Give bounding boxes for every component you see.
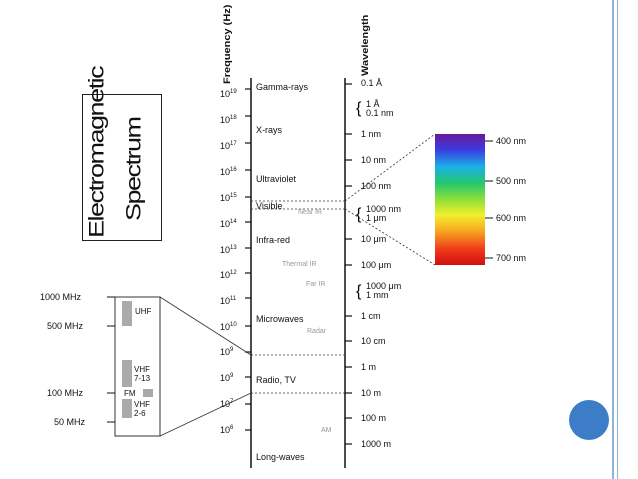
freq-label-1e6: 106 bbox=[220, 425, 234, 435]
wl-10-m: 10 m bbox=[361, 388, 382, 398]
freq-label-1e15: 1015 bbox=[220, 193, 237, 203]
svg-text:{: { bbox=[356, 206, 362, 223]
decorative-circle bbox=[569, 400, 609, 440]
wl-10-cm: 10 cm bbox=[361, 336, 386, 346]
freq-label-1e9-b: 109 bbox=[220, 373, 234, 383]
wl-1-um: 1 μm bbox=[366, 213, 387, 223]
radio-band-2-6: 2-6 bbox=[134, 409, 146, 418]
band-radio-tv: Radio, TV bbox=[256, 375, 296, 385]
wl-1-m: 1 m bbox=[361, 362, 377, 372]
wl-10-nm: 10 nm bbox=[361, 155, 387, 165]
svg-text:{: { bbox=[356, 100, 362, 117]
wl-1-nm: 1 nm bbox=[361, 129, 382, 139]
wl-100-m: 100 m bbox=[361, 413, 387, 423]
freq-label-1e11: 1011 bbox=[220, 296, 237, 306]
radio-scale-500mhz: 500 MHz bbox=[47, 321, 84, 331]
wl-1000-nm: 1000 nm bbox=[366, 204, 402, 214]
subband-am: AM bbox=[321, 427, 332, 434]
wl-100-nm: 100 nm bbox=[361, 181, 392, 191]
freq-label-1e17: 1017 bbox=[220, 141, 237, 151]
band-long-waves: Long-waves bbox=[256, 452, 305, 462]
freq-label-1e12: 1012 bbox=[220, 270, 237, 280]
radio-band-vhf-high: VHF bbox=[134, 365, 150, 374]
radio-band-7-13: 7-13 bbox=[134, 374, 151, 383]
freq-label-1e10: 1010 bbox=[220, 322, 237, 332]
slide-border-line-thin bbox=[617, 0, 618, 479]
slide-border-line bbox=[612, 0, 614, 479]
vis-600-nm: 600 nm bbox=[496, 213, 527, 223]
subband-radar: Radar bbox=[307, 328, 327, 335]
band-x-rays: X-rays bbox=[256, 125, 283, 135]
svg-text:{: { bbox=[356, 283, 362, 300]
subband-thermal-ir: Thermal IR bbox=[282, 261, 317, 268]
vis-700-nm: 700 nm bbox=[496, 253, 527, 263]
band-infra-red: Infra-red bbox=[256, 235, 291, 245]
subband-far-ir: Far IR bbox=[306, 281, 326, 288]
wl-0-1-angstrom: 0.1 Å bbox=[361, 78, 383, 88]
freq-label-1e18: 1018 bbox=[220, 115, 237, 125]
wl-1-angstrom: 1 Å bbox=[366, 99, 380, 109]
band-microwaves: Microwaves bbox=[256, 314, 304, 324]
wl-0-1-nm: 0.1 nm bbox=[366, 108, 394, 118]
freq-label-1e14: 1014 bbox=[220, 219, 237, 229]
band-visible: Visible bbox=[256, 201, 283, 211]
vis-400-nm: 400 nm bbox=[496, 136, 527, 146]
vis-500-nm: 500 nm bbox=[496, 176, 527, 186]
radio-band-uhf: UHF bbox=[135, 307, 152, 316]
freq-label-1e16: 1016 bbox=[220, 167, 237, 177]
radio-scale-100mhz: 100 MHz bbox=[47, 388, 84, 398]
radio-scale-50mhz: 50 MHz bbox=[54, 417, 86, 427]
wl-100-um: 100 μm bbox=[361, 260, 392, 270]
title-box: Electromagnetic Spectrum bbox=[82, 67, 162, 241]
freq-label-1e13: 1013 bbox=[220, 245, 237, 255]
wl-1-cm: 1 cm bbox=[361, 311, 381, 321]
wl-10-um: 10 μm bbox=[361, 234, 387, 244]
radio-band-vhf-low: VHF bbox=[134, 400, 150, 409]
freq-label-1e7: 107 bbox=[220, 399, 234, 409]
radio-band-fm: FM bbox=[124, 389, 136, 398]
wl-1000-m: 1000 m bbox=[361, 439, 392, 449]
freq-label-1e9-a: 109 bbox=[220, 347, 234, 357]
freq-label-1e19: 1019 bbox=[220, 89, 237, 99]
subband-near-ir: Near IR bbox=[298, 209, 323, 216]
band-ultraviolet: Ultraviolet bbox=[256, 174, 297, 184]
band-gamma-rays: Gamma-rays bbox=[256, 82, 309, 92]
wl-1000-um: 1000 μm bbox=[366, 281, 402, 291]
wl-1-mm: 1 mm bbox=[366, 290, 389, 300]
radio-scale-1000mhz: 1000 MHz bbox=[40, 292, 82, 302]
